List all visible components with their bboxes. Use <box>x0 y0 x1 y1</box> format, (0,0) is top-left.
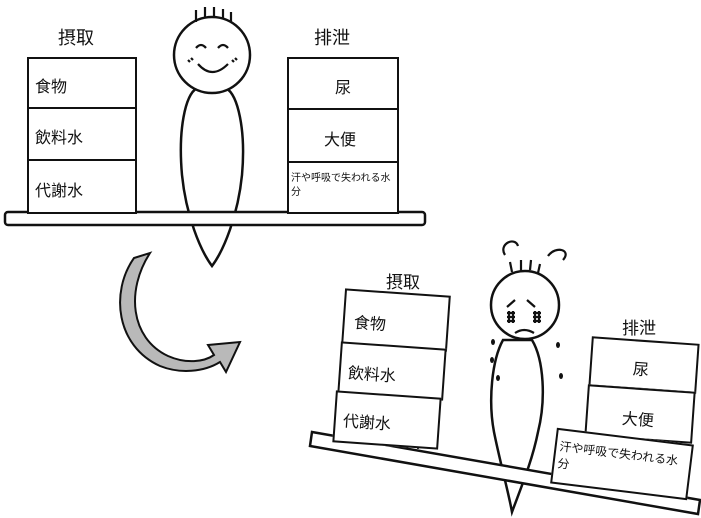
transition-arrow <box>119 251 242 375</box>
unbalanced-intake-title: 摂取 <box>386 273 420 293</box>
happy-face <box>187 7 238 74</box>
balanced-intake-food: 食物 <box>35 77 68 96</box>
sweat-drop-icon <box>490 339 563 381</box>
balanced-intake-title: 摂取 <box>58 28 94 49</box>
balanced-figure <box>172 15 252 269</box>
unbalanced-intake-food: 食物 <box>353 312 387 335</box>
worried-face <box>502 240 567 334</box>
balanced-output-box-urine <box>287 57 399 110</box>
balanced-intake-drink: 飲料水 <box>35 128 84 147</box>
balanced-intake-box-drink <box>27 107 137 161</box>
balanced-output-feces: 大便 <box>324 130 357 149</box>
balanced-output-sweat: 汗や呼吸で失われる水分 <box>291 173 391 198</box>
balanced-intake-box-metabolic <box>27 159 137 214</box>
balanced-output-urine: 尿 <box>335 78 352 97</box>
unbalanced-output-urine: 尿 <box>632 359 650 380</box>
unbalanced-intake-drink: 飲料水 <box>347 363 397 386</box>
unbalanced-output-feces: 大便 <box>621 408 655 431</box>
unbalanced-intake-metabolic: 代謝水 <box>342 411 392 434</box>
balanced-intake-metabolic: 代謝水 <box>35 181 84 200</box>
unbalanced-output-title: 排泄 <box>622 319 656 339</box>
balanced-output-box-feces <box>287 108 399 163</box>
balanced-output-title: 排泄 <box>314 28 350 49</box>
balanced-output-box-sweat <box>287 161 399 214</box>
balanced-plank <box>3 210 427 227</box>
